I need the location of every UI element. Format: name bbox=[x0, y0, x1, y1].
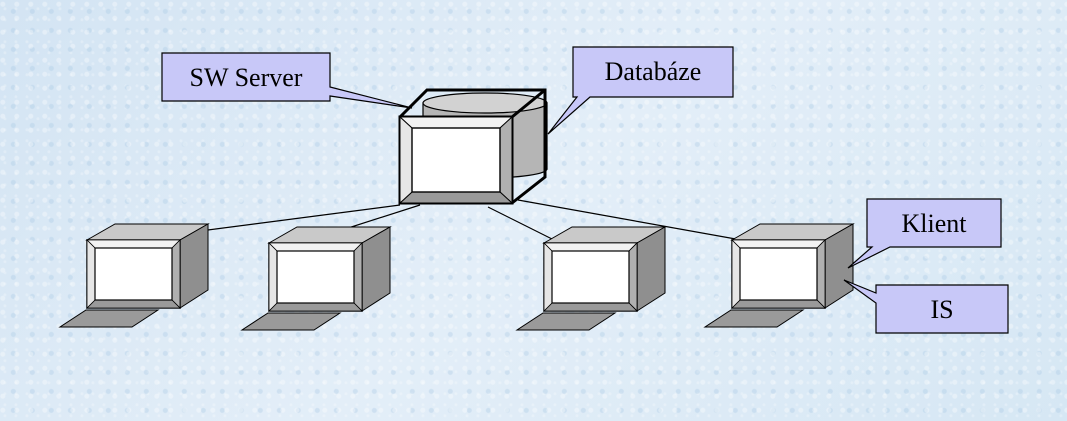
link-client-4 bbox=[517, 199, 759, 244]
callout-sw-server: SW Server bbox=[161, 52, 413, 109]
callout-database: Databáze bbox=[547, 46, 734, 135]
keyboard bbox=[703, 309, 805, 328]
client-screen bbox=[276, 250, 355, 304]
keyboard bbox=[58, 309, 160, 328]
client-computer bbox=[58, 223, 210, 328]
client-screen bbox=[739, 247, 818, 301]
server-screen bbox=[411, 127, 501, 193]
callout-sw-server-text: SW Server bbox=[190, 63, 303, 92]
client-computer bbox=[703, 223, 855, 328]
callout-database-text: Databáze bbox=[605, 57, 702, 86]
client-screen bbox=[94, 247, 173, 301]
client-screen bbox=[551, 250, 630, 304]
callout-is-text: IS bbox=[930, 295, 953, 324]
callout-is: IS bbox=[843, 279, 1009, 334]
keyboard bbox=[240, 312, 342, 331]
client-computer bbox=[515, 226, 667, 331]
server bbox=[398, 88, 548, 205]
callout-client: Klient bbox=[847, 198, 1002, 269]
keyboard bbox=[515, 312, 617, 331]
server-box-frame bbox=[398, 88, 547, 205]
client-computer bbox=[240, 226, 392, 331]
callout-client-text: Klient bbox=[902, 209, 968, 238]
